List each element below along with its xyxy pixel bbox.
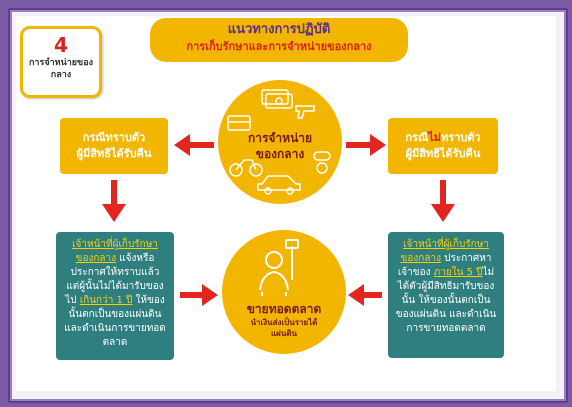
arrow-down-right xyxy=(431,180,455,222)
step-number: 4 xyxy=(54,33,68,57)
disposal-circle: การจำหน่าย ของกลาง xyxy=(218,80,342,204)
arrow-to-known-owner xyxy=(174,134,214,156)
auction-sub1: นำเงินส่งเป็นรายได้ xyxy=(250,318,318,327)
evidence-icons xyxy=(227,89,331,195)
gun-icon xyxy=(295,105,315,119)
arrow-right-to-auction xyxy=(348,284,382,306)
auction-circle: ขายทอดตลาด นำเงินส่งเป็นรายได้ แผ่นดิน xyxy=(222,230,346,354)
known-owner-line2: ผู้มีสิทธิได้รับคืน xyxy=(76,147,152,160)
arrow-down-left xyxy=(102,180,126,222)
motorcycle-icon xyxy=(229,159,263,177)
known-owner-box: กรณีทราบตัว ผู้มีสิทธิได้รับคืน xyxy=(60,118,168,174)
chest-icon xyxy=(227,115,251,131)
unknown-owner-line1: กรณีไม่ทราบตัว xyxy=(405,131,481,144)
auction-title: ขายทอดตลาด xyxy=(246,302,322,316)
known-owner-procedure-box: เจ้าหน้าที่ผู้เก็บรักษา ของกลาง แจ้งหรือ… xyxy=(56,232,174,360)
unknown-owner-procedure-box: เจ้าหน้าที่ผู้เก็บรักษา ของกลาง ประกาศหา… xyxy=(388,232,504,358)
pills-icon xyxy=(313,151,331,174)
title-banner: แนวทางการปฏิบัติ การเก็บรักษาและการจำหน่… xyxy=(150,18,408,62)
auction-icon xyxy=(259,239,299,296)
arrow-left-to-auction xyxy=(180,284,218,306)
arrow-to-unknown-owner xyxy=(346,134,386,156)
car-icon xyxy=(257,175,301,195)
money-icon xyxy=(261,89,293,109)
disposal-label: การจำหน่าย ของกลาง xyxy=(247,131,313,161)
unknown-owner-box: กรณีไม่ทราบตัว ผู้มีสิทธิได้รับคืน xyxy=(388,118,498,174)
auction-label: ขายทอดตลาด นำเงินส่งเป็นรายได้ แผ่นดิน xyxy=(232,302,336,339)
title-line1: แนวทางการปฏิบัติ xyxy=(227,22,331,37)
known-owner-line1: กรณีทราบตัว xyxy=(82,131,146,144)
step-badge: 4 การจำหน่ายของกลาง xyxy=(20,26,102,98)
unknown-owner-line2: ผู้มีสิทธิได้รับคืน xyxy=(405,147,481,160)
step-label: การจำหน่ายของกลาง xyxy=(28,58,94,80)
auction-sub2: แผ่นดิน xyxy=(271,329,297,338)
title-line2: การเก็บรักษาและการจำหน่ายของกลาง xyxy=(186,40,372,53)
